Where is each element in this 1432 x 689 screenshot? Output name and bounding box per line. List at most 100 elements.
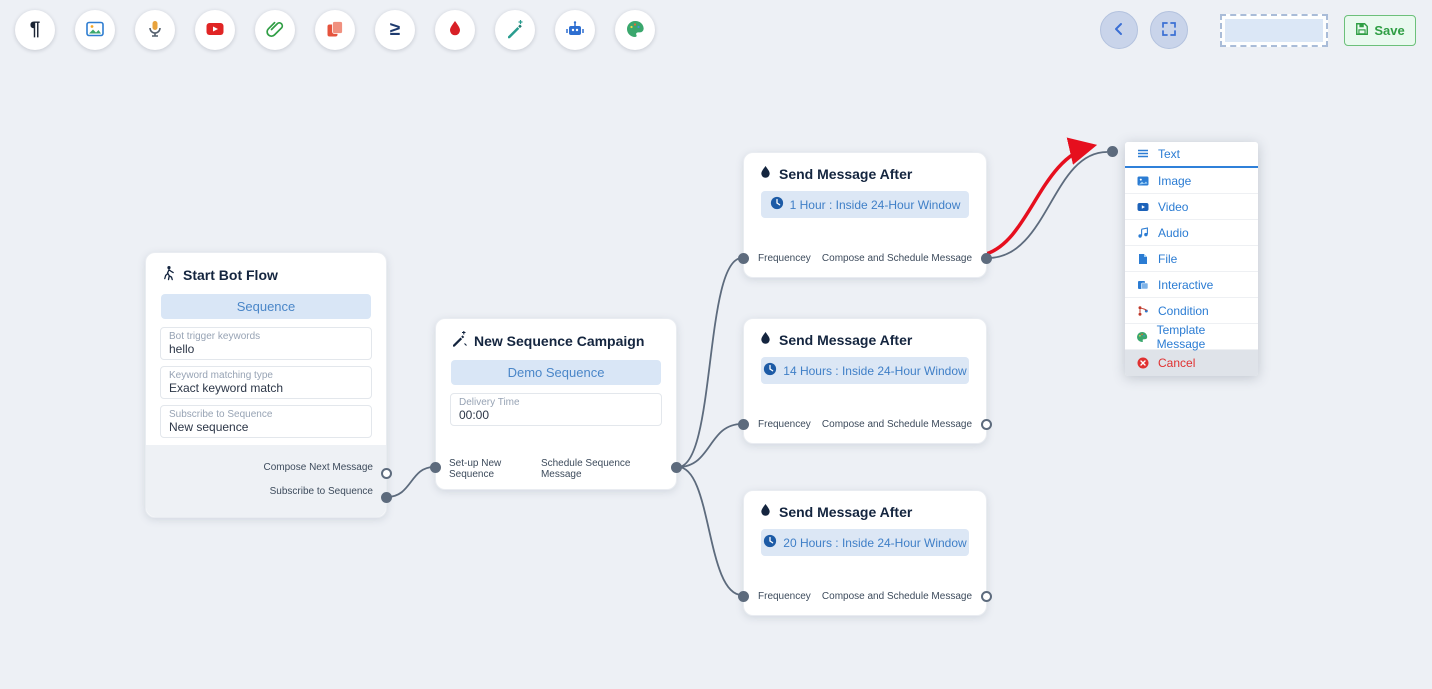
clock-icon [770,196,784,213]
toolbar-condition-button[interactable]: ≥ [375,10,415,50]
toolbar-video-button[interactable] [195,10,235,50]
interactive-element-icon [325,19,345,42]
save-button[interactable]: Save [1344,15,1416,46]
port-label-setup-new-sequence: Set-up New Sequence [449,458,502,480]
toolbar-file-button[interactable] [255,10,295,50]
node-title: New Sequence Campaign [474,332,645,349]
toolbar-sequence-button[interactable] [495,10,535,50]
port-label-compose-and-schedule: Compose and Schedule Message [821,418,972,430]
port-schedule-sequence-message[interactable] [671,462,682,473]
condition-element-icon: ≥ [389,19,401,40]
toolbar-drip-button[interactable] [435,10,475,50]
connection-start-to-sequence [386,466,435,498]
text-lines-icon [1136,148,1150,160]
bot-element-icon [565,19,585,42]
menu-item-interactive[interactable]: Interactive [1125,272,1258,298]
badge-text: 1 Hour : Inside 24-Hour Window [789,197,961,212]
node-title: Start Bot Flow [183,266,278,283]
delivery-time-field[interactable]: Delivery Time 00:00 [450,393,662,426]
port-frequencey[interactable] [738,253,749,264]
drip-element-icon [445,19,465,42]
node-title: Send Message After [779,166,913,182]
cards-icon [1136,279,1150,291]
sequence-element-icon [505,19,525,42]
menu-item-label: Video [1158,199,1189,214]
menu-item-audio[interactable]: Audio [1125,220,1258,246]
bot-trigger-keywords-field[interactable]: Bot trigger keywords hello [160,327,372,360]
port-compose-and-schedule[interactable] [981,591,992,602]
port-compose-and-schedule[interactable] [981,253,992,264]
back-button[interactable] [1100,11,1138,49]
toolbar-template-button[interactable] [615,10,655,50]
port-label-frequencey: Frequencey [758,418,811,430]
port-label-frequencey: Frequencey [758,252,811,264]
image-element-icon [85,19,105,42]
port-label-schedule-sequence-message: Schedule Sequence Message [540,458,631,480]
menu-item-image[interactable]: Image [1125,168,1258,194]
back-arrow-icon [1110,20,1128,41]
toolbar-image-button[interactable] [75,10,115,50]
toolbar-audio-button[interactable] [135,10,175,50]
port-compose-next-message[interactable] [381,468,392,479]
menu-item-text[interactable]: Text [1125,142,1258,168]
schedule-badge: 14 Hours : Inside 24-Hour Window [761,357,969,384]
schedule-badge: 20 Hours : Inside 24-Hour Window [761,529,969,556]
node-header: New Sequence Campaign [436,319,676,354]
node-send-message-after-3[interactable]: Send Message After 20 Hours : Inside 24-… [738,490,992,616]
demo-sequence-pill-button[interactable]: Demo Sequence [451,360,661,385]
template-element-icon [625,19,645,42]
port-subscribe-to-sequence[interactable] [381,492,392,503]
node-new-sequence-campaign[interactable]: New Sequence Campaign Demo Sequence Deli… [430,318,682,490]
text-element-icon: ¶ [29,19,41,40]
menu-item-condition[interactable]: Condition [1125,298,1258,324]
node-ports-footer: Compose Next Message Subscribe to Sequen… [146,445,386,517]
menu-item-label: Template Message [1156,322,1206,351]
port-setup-new-sequence[interactable] [430,462,441,473]
menu-item-label: Cancel [1158,356,1196,370]
connection-sequence-to-send2 [677,423,743,468]
droplet-icon [759,165,772,183]
badge-text: 20 Hours : Inside 24-Hour Window [783,535,967,550]
minimap-viewport [1225,19,1323,42]
node-title: Send Message After [779,504,913,520]
fit-view-icon [1161,21,1177,40]
port-menu-anchor[interactable] [1107,146,1118,157]
field-label: Delivery Time [459,397,520,408]
menu-item-label: Image [1158,173,1192,188]
port-frequencey[interactable] [738,591,749,602]
palette-icon [1136,331,1149,343]
fit-view-button[interactable] [1150,11,1188,49]
node-title: Send Message After [779,332,913,348]
droplet-icon [759,331,772,349]
port-frequencey[interactable] [738,419,749,430]
minimap-box[interactable] [1220,14,1328,47]
port-label-subscribe-to-sequence: Subscribe to Sequence [269,485,373,497]
node-start-bot-flow[interactable]: Start Bot Flow Sequence Bot trigger keyw… [145,252,392,518]
field-value: New sequence [169,420,249,434]
node-send-message-after-2[interactable]: Send Message After 14 Hours : Inside 24-… [738,318,992,444]
field-label: Subscribe to Sequence [169,409,273,420]
field-value: 00:00 [459,408,490,422]
sequence-pill-button[interactable]: Sequence [161,294,371,319]
menu-item-video[interactable]: Video [1125,194,1258,220]
file-element-icon [265,19,285,42]
drag-arrow [984,137,1098,256]
cancel-circle-icon [1136,357,1150,369]
video-icon [1136,201,1150,213]
connection-sequence-to-send3 [677,466,743,596]
menu-item-file[interactable]: File [1125,246,1258,272]
keyword-matching-type-field[interactable]: Keyword matching type Exact keyword matc… [160,366,372,399]
toolbar-text-button[interactable]: ¶ [15,10,55,50]
toolbar-bot-button[interactable] [555,10,595,50]
toolbar-interactive-button[interactable] [315,10,355,50]
menu-item-label: Interactive [1158,277,1214,292]
port-compose-and-schedule[interactable] [981,419,992,430]
port-label-compose-next-message: Compose Next Message [263,461,374,473]
menu-item-cancel[interactable]: Cancel [1125,350,1258,376]
menu-item-template-message[interactable]: Template Message [1125,322,1258,351]
subscribe-to-sequence-field[interactable]: Subscribe to Sequence New sequence [160,405,372,438]
node-send-message-after-1[interactable]: Send Message After 1 Hour : Inside 24-Ho… [738,152,992,278]
walking-person-icon [161,265,176,284]
node-header: Send Message After [744,319,986,353]
